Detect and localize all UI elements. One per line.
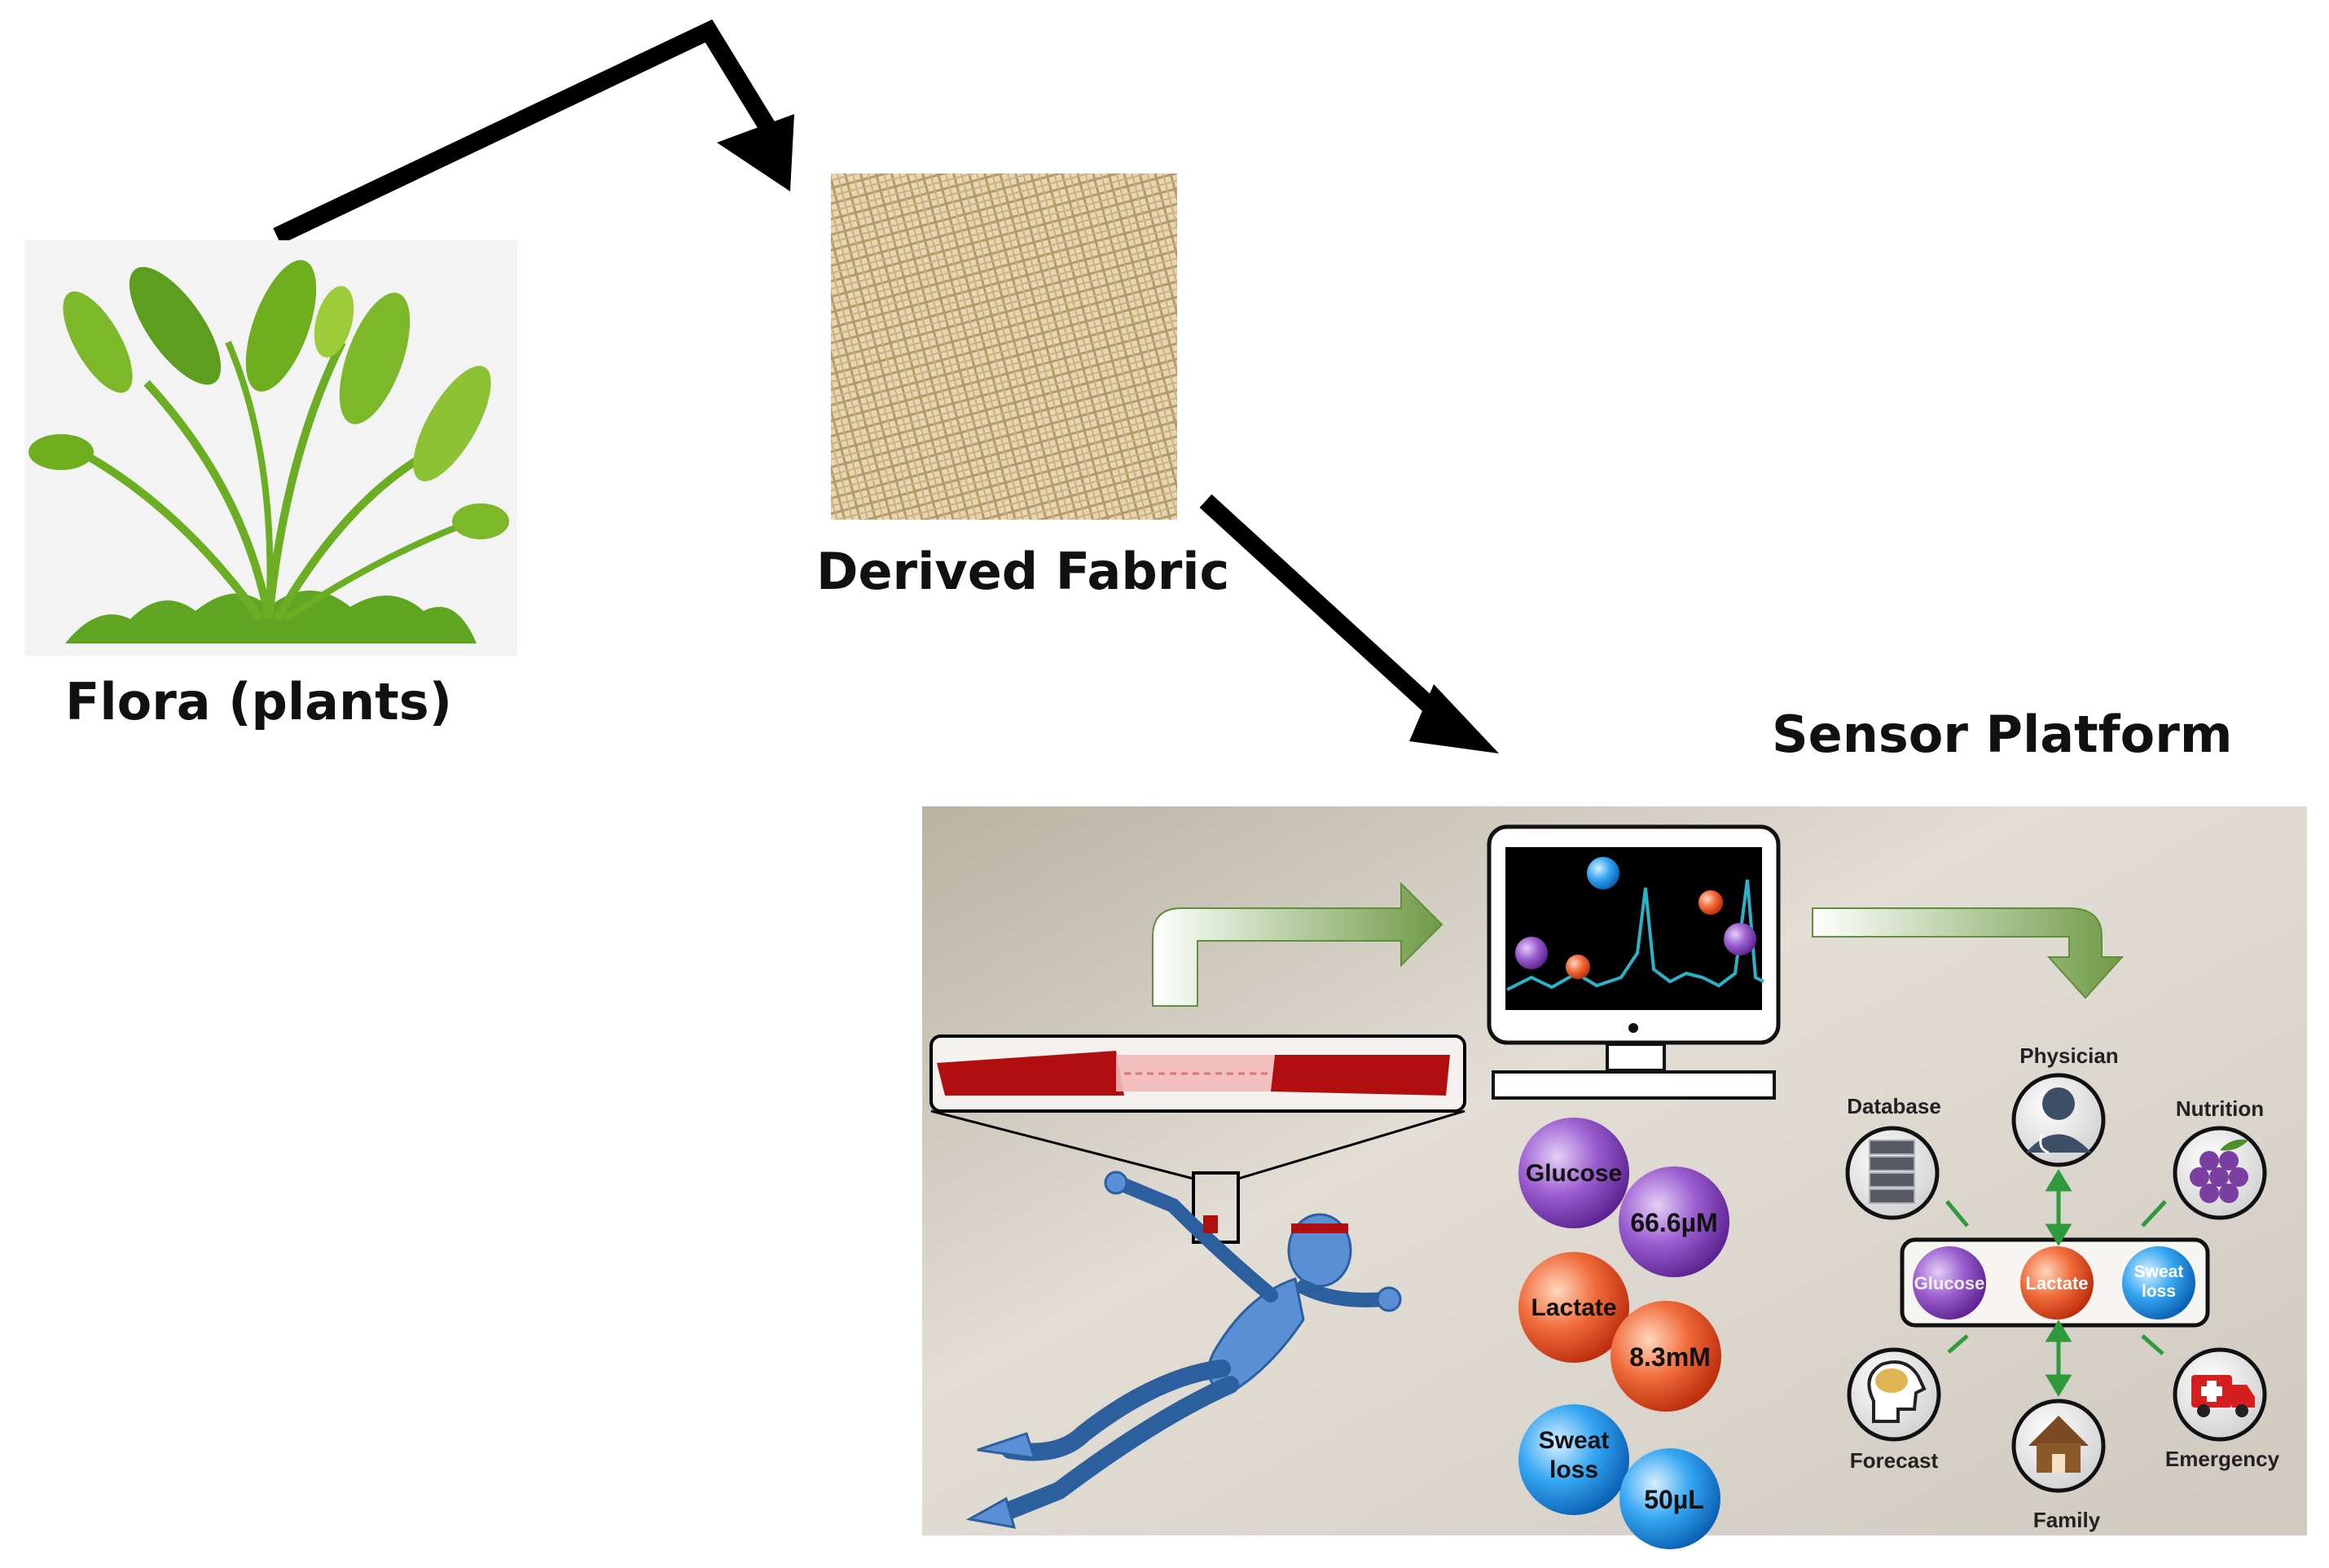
brain-icon [1867,1360,1927,1423]
node-nutrition-label: Nutrition [2176,1096,2264,1121]
node-forecast: Forecast [1847,1347,1941,1473]
house-icon [2028,1416,2089,1473]
analyte-glucose-name: Glucose [1526,1160,1622,1187]
plant-image [24,240,517,656]
analyte-glucose-value: 66.6µM [1630,1208,1717,1237]
analyte-lactate-value: 8.3mM [1629,1342,1711,1372]
network-arrows [1945,1169,2167,1397]
grapes-icon [2190,1139,2248,1203]
runner-figure [965,1171,1402,1529]
doctor-icon [2026,1087,2091,1154]
node-database-label: Database [1847,1094,1941,1118]
analyte-glucose: Glucose 66.6µM [1518,1118,1729,1277]
arrow-plant-to-fabric [273,19,794,244]
node-emergency: Emergency [2165,1347,2280,1471]
plant-caption: Flora (plants) [65,672,453,731]
analyte-lactate: Lactate 8.3mM [1518,1252,1721,1412]
fabric-texture [831,173,1177,520]
ambulance-icon [2191,1375,2255,1417]
hub-lactate-label: Lactate [2025,1273,2088,1293]
analyte-sweat-loss-value: 50µL [1644,1485,1704,1514]
server-icon [1869,1140,1915,1204]
hub-glucose-label: Glucose [1914,1273,1985,1293]
node-family-label: Family [2033,1508,2101,1532]
sensor-platform-caption: Sensor Platform [1772,705,2233,764]
node-physician-label: Physician [2019,1043,2118,1068]
node-family: Family [2011,1399,2106,1532]
node-emergency-label: Emergency [2165,1447,2280,1471]
analyte-lactate-name: Lactate [1531,1294,1616,1321]
node-database: Database [1845,1094,1941,1220]
plant-icon [29,260,509,643]
flow-arrow-left [1152,881,1444,1007]
arrow-fabric-to-sensor [1199,494,1499,753]
fabric-caption: Derived Fabric [816,542,1230,601]
node-forecast-label: Forecast [1850,1448,1939,1473]
monitor-icon [1487,824,1781,1100]
fabric-image [831,173,1177,520]
node-nutrition: Nutrition [2173,1096,2267,1220]
flow-arrow-right [1812,907,2125,999]
node-physician: Physician [2011,1043,2119,1167]
sensor-strip-zoom [929,1034,1466,1244]
